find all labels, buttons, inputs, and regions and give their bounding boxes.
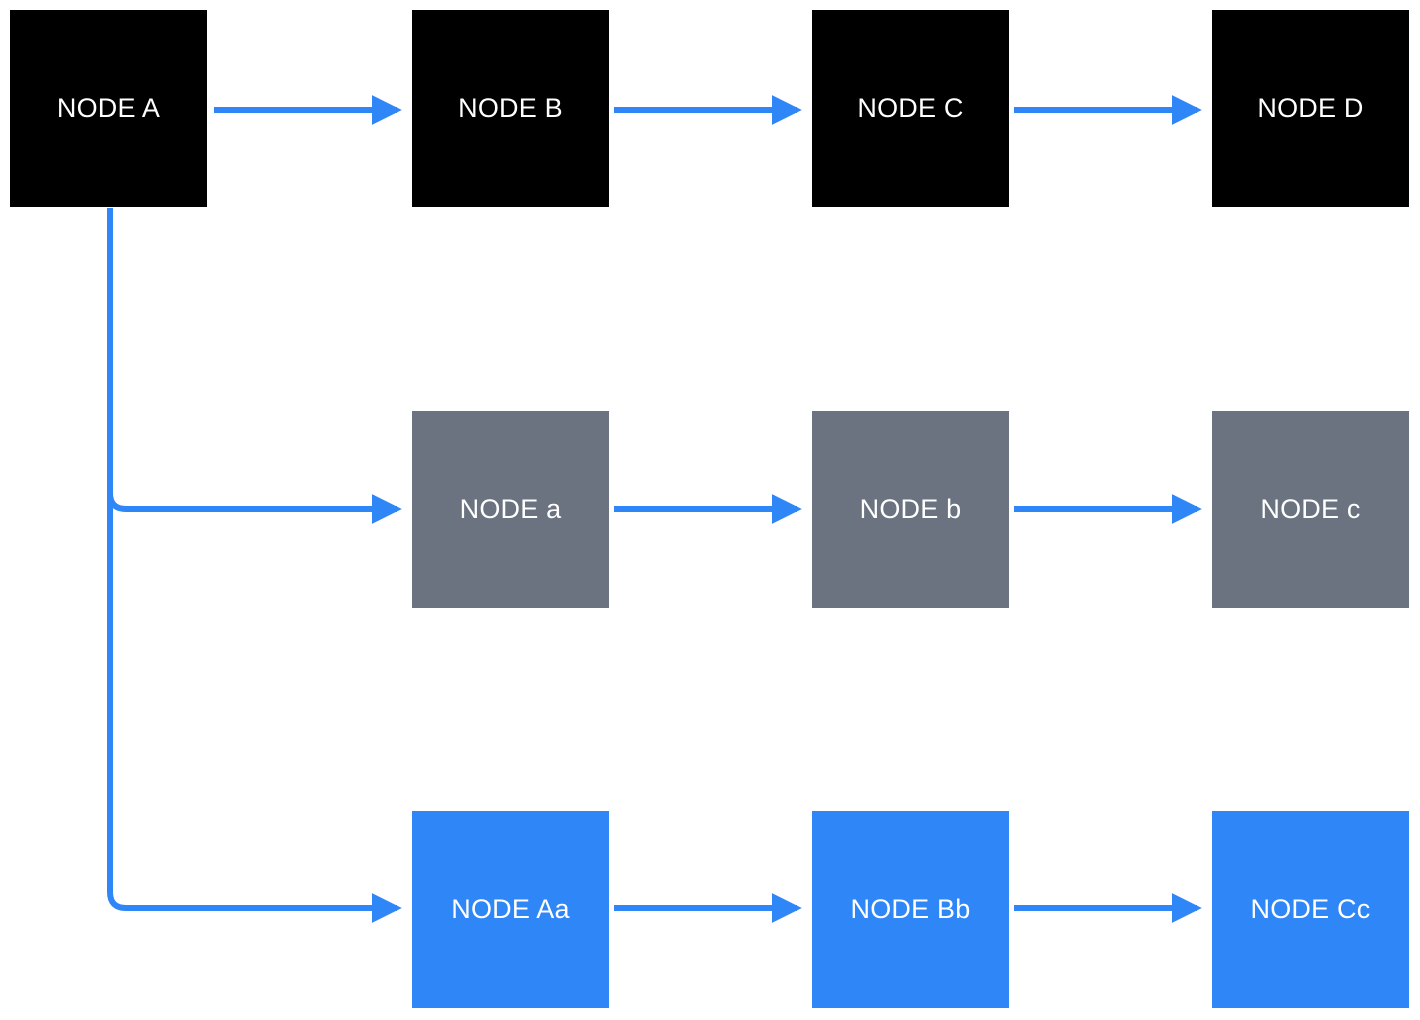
node-bb-label: NODE Bb: [850, 894, 971, 924]
edge-a-to-node-aa: [107, 208, 402, 923]
node-cc[interactable]: NODE Cc: [1212, 811, 1409, 1008]
node-lower-b[interactable]: NODE b: [812, 411, 1009, 608]
edge-a-to-lower-a: [107, 208, 402, 524]
node-cc-label: NODE Cc: [1250, 894, 1371, 924]
node-b-label: NODE B: [458, 93, 563, 123]
node-lower-c-label: NODE c: [1260, 494, 1361, 524]
node-aa-label: NODE Aa: [451, 894, 570, 924]
node-d[interactable]: NODE D: [1212, 10, 1409, 207]
node-d-label: NODE D: [1257, 93, 1364, 123]
node-lower-a[interactable]: NODE a: [412, 411, 609, 608]
node-aa[interactable]: NODE Aa: [412, 811, 609, 1008]
node-c-label: NODE C: [857, 93, 964, 123]
node-lower-b-label: NODE b: [859, 494, 962, 524]
node-a-label: NODE A: [56, 93, 161, 123]
node-c[interactable]: NODE C: [812, 10, 1009, 207]
node-lower-c[interactable]: NODE c: [1212, 411, 1409, 608]
node-bb[interactable]: NODE Bb: [812, 811, 1009, 1008]
node-b[interactable]: NODE B: [412, 10, 609, 207]
node-lower-a-label: NODE a: [459, 494, 562, 524]
node-a[interactable]: NODE A: [10, 10, 207, 207]
